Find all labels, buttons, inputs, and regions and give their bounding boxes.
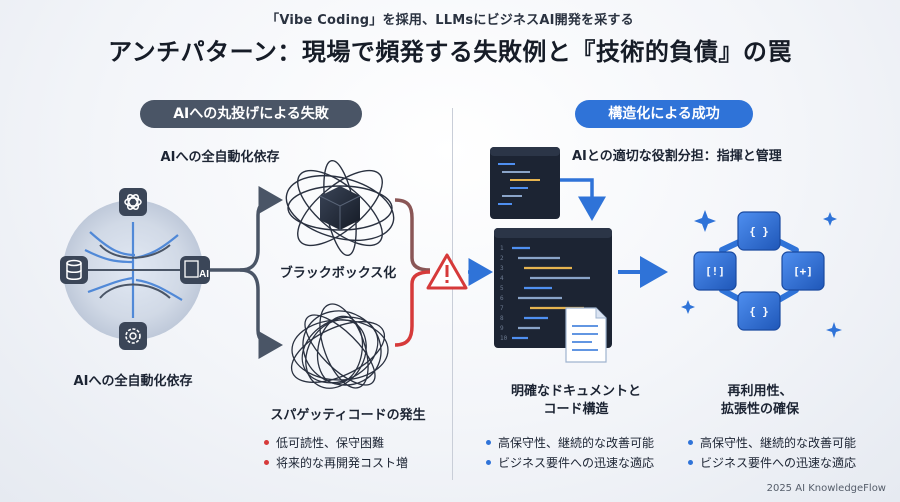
module-block-left <box>693 251 737 291</box>
openai-logo-icon <box>119 188 147 216</box>
module-block-bottom <box>737 291 781 331</box>
bullet-dot <box>264 460 269 465</box>
bullet-dot <box>486 460 491 465</box>
bullet-dot <box>264 440 269 445</box>
failure-bullet: 低可読性、保守困難 <box>264 434 384 451</box>
module-block-right <box>781 251 825 291</box>
section-divider <box>452 108 453 480</box>
module-label-top: { } <box>749 225 769 238</box>
failure-bullet: 将来的な再開発コスト増 <box>264 454 408 471</box>
svg-text:10: 10 <box>500 335 508 342</box>
failure-section-label: AIへの丸投げによる失敗 <box>140 100 362 128</box>
footer-credit: 2025 AI KnowledgeFlow <box>766 483 886 494</box>
success-section-label: 構造化による成功 <box>575 100 753 128</box>
automation-caption-top: AIへの全自動化依存 <box>160 150 280 165</box>
svg-text:6: 6 <box>500 295 504 302</box>
docs-caption-line2: コード構造 <box>543 402 609 417</box>
small-code-window <box>490 147 560 219</box>
sparkle-icon <box>681 210 842 338</box>
blackbox-caption: ブラックボックス化 <box>279 266 397 281</box>
tangled-lines-icon <box>290 303 389 389</box>
svg-text:1: 1 <box>500 245 504 252</box>
subtitle: 「Vibe Coding」を採用、LLMsにビジネスAI開発を采する <box>266 13 634 28</box>
warning-icon <box>426 253 468 290</box>
converging-connectors <box>394 198 431 347</box>
svg-text:8: 8 <box>500 315 504 322</box>
ai-document-icon: AI <box>180 256 210 284</box>
branch-arrows <box>210 186 283 359</box>
svg-text:2: 2 <box>500 255 504 262</box>
document-icon <box>565 307 607 363</box>
module-block-top <box>737 211 781 251</box>
bullet-dot <box>688 440 693 445</box>
reuse-caption-line1: 再利用性、 <box>727 384 793 399</box>
success-bullet: 高保守性、継続的な改善可能 <box>688 434 856 451</box>
down-arrow <box>560 178 606 221</box>
module-label-right: [+] <box>793 265 813 278</box>
automation-caption-hub: AIへの全自動化依存 <box>73 374 193 389</box>
svg-text:AI: AI <box>199 269 209 280</box>
success-bullet: ビジネス要件への迅速な適応 <box>486 454 654 471</box>
svg-text:3: 3 <box>500 265 504 272</box>
svg-text:7: 7 <box>500 305 504 312</box>
svg-text:9: 9 <box>500 325 504 332</box>
success-bullet: 高保守性、継続的な改善可能 <box>486 434 654 451</box>
svg-text:5: 5 <box>500 285 504 292</box>
docs-caption-line1: 明確なドキュメントと <box>510 384 641 399</box>
spaghetti-caption: スパゲッティコードの発生 <box>270 408 426 423</box>
page-title: アンチパターン：現場で頻発する失敗例と『技術的負債』の罠 <box>108 38 792 66</box>
database-icon <box>60 256 88 284</box>
module-label-left: [!] <box>705 265 725 278</box>
svg-text:4: 4 <box>500 275 504 282</box>
role-caption: AIとの適切な役割分担：指揮と管理 <box>572 149 782 164</box>
module-label-bottom: { } <box>749 305 769 318</box>
gear-icon <box>119 322 147 350</box>
bullet-dot <box>688 460 693 465</box>
black-cube-icon <box>285 159 395 257</box>
ai-automation-hub <box>63 200 203 340</box>
success-bullet: ビジネス要件への迅速な適応 <box>688 454 856 471</box>
bullet-dot <box>486 440 491 445</box>
reuse-caption-line2: 拡張性の確保 <box>720 402 799 417</box>
